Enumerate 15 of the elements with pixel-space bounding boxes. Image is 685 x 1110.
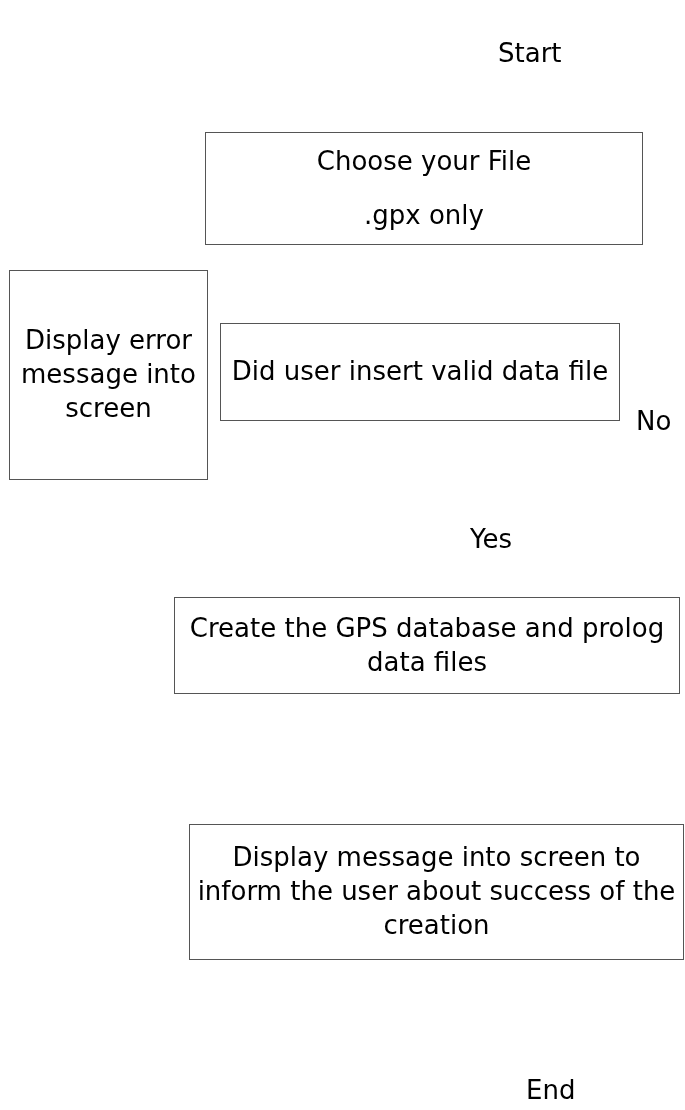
box-text: Create the GPS database and prolog data files [188,611,666,679]
box-subtext: .gpx only [364,198,484,232]
process-box [174,597,680,694]
box-text: Display error message into screen [20,324,197,425]
process-box [9,270,208,480]
flow-label: No [636,406,672,438]
box-text: Did user insert valid data file [231,355,609,389]
flow-label: Yes [470,524,512,556]
process-box [205,132,643,245]
process-box [220,323,620,421]
flow-label: Start [498,38,562,70]
flow-label: End [526,1075,576,1107]
box-text: Display message into screen to inform the user about success of the creation [196,841,677,942]
process-box [189,824,684,960]
box-text: Choose your File [316,144,532,178]
